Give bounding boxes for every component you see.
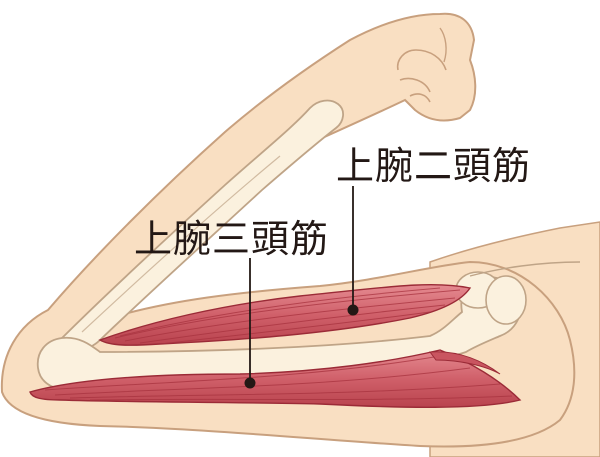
triceps-upper-head xyxy=(429,351,501,375)
triceps-muscle xyxy=(29,349,522,408)
biceps-muscle xyxy=(98,283,472,346)
forearm-bone-line xyxy=(81,155,281,333)
wrist-line xyxy=(439,27,447,63)
biceps-striations xyxy=(114,287,461,345)
triceps-leader-dot xyxy=(244,377,256,389)
triceps-label: 上腕三頭筋 xyxy=(134,217,330,261)
scapula-head xyxy=(485,275,527,325)
clavicle xyxy=(469,261,581,277)
fist-crease xyxy=(399,77,431,103)
biceps-label: 上腕二頭筋 xyxy=(336,144,532,188)
fist-thumb xyxy=(396,49,447,71)
biceps-leader-dot xyxy=(347,304,359,316)
